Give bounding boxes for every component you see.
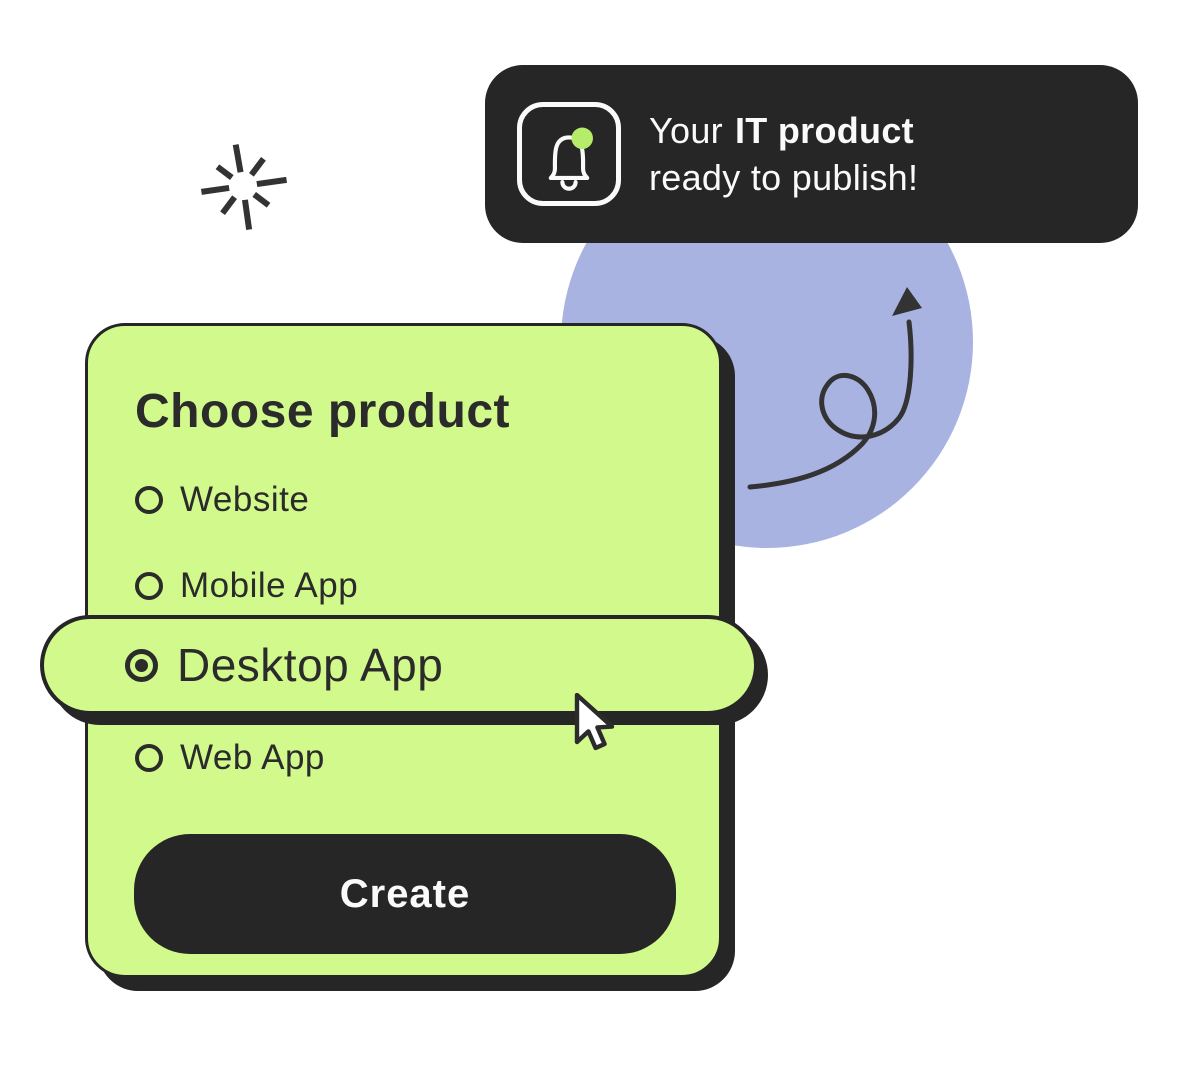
create-button-label: Create — [339, 871, 471, 916]
radio-unselected-icon[interactable] — [135, 486, 163, 514]
radio-unselected-icon[interactable] — [135, 744, 163, 772]
option-web-app[interactable]: Web App — [135, 738, 325, 778]
curly-arrow-icon — [747, 287, 922, 490]
cursor-icon — [574, 693, 615, 751]
radio-unselected-icon[interactable] — [135, 572, 163, 600]
card-title: Choose product — [135, 385, 510, 438]
sparkle-icon — [200, 144, 287, 230]
radio-selected-icon[interactable] — [125, 648, 158, 682]
option-label: Desktop App — [177, 639, 444, 691]
notification-dot — [571, 127, 593, 150]
option-label: Web App — [180, 738, 325, 777]
option-label: Website — [180, 480, 310, 519]
option-label: Mobile App — [180, 566, 359, 605]
toast-line-2: ready to publish! — [649, 157, 919, 198]
option-mobile-app[interactable]: Mobile App — [135, 566, 358, 606]
create-button[interactable]: Create — [134, 834, 676, 954]
option-website[interactable]: Website — [135, 480, 309, 520]
bell-icon — [517, 102, 621, 206]
option-desktop-app-selected[interactable]: Desktop App — [40, 615, 758, 715]
